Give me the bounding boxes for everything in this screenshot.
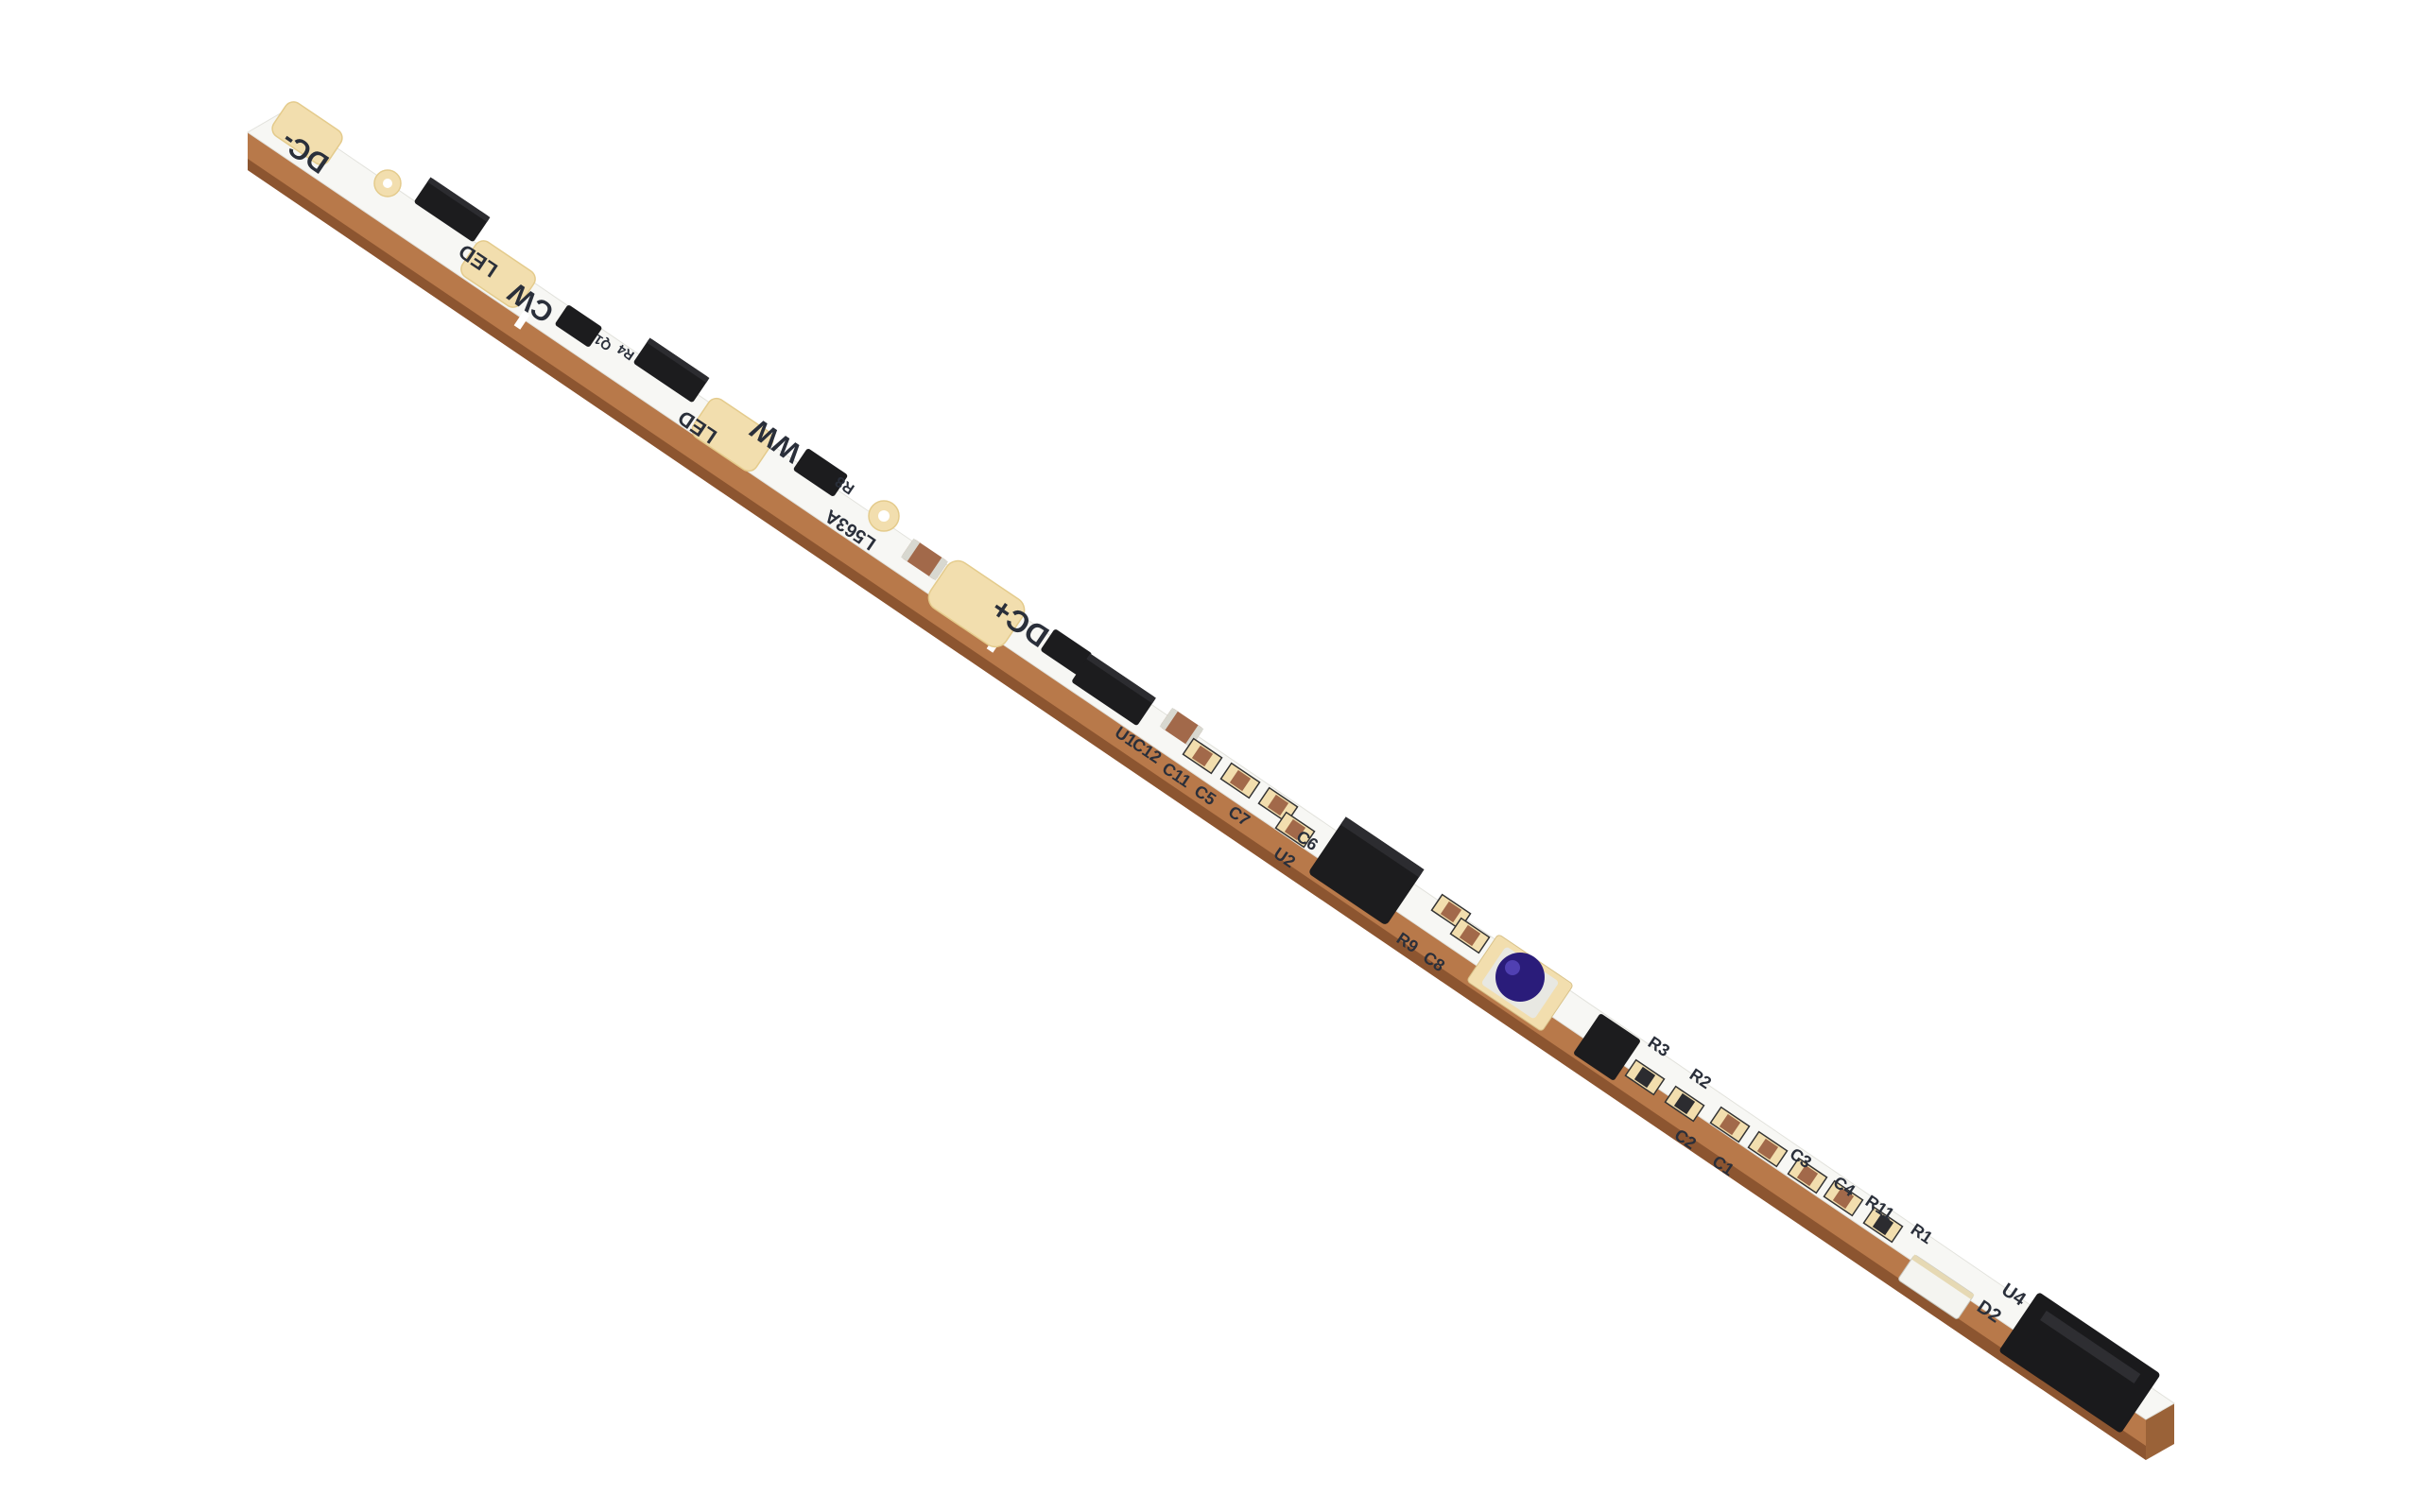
ir-sensor-lens (1495, 953, 1545, 1002)
led-d2 (1898, 1254, 1975, 1319)
pad-dc-plus (927, 559, 1026, 648)
pad-ww (691, 397, 774, 472)
transistor-dc-plus (1041, 629, 1092, 675)
board-side-edge-shade (248, 159, 2146, 1460)
pad-cw (460, 240, 536, 308)
transistor-q2 (633, 337, 710, 403)
transistor-q1 (555, 305, 602, 347)
capacitor-c12 (1159, 707, 1204, 748)
ir-sensor-lens-highlight (1505, 960, 1520, 975)
transistor-q-top (414, 177, 491, 242)
passive-components (1182, 737, 1904, 1244)
connector-u4 (1999, 1293, 2160, 1433)
solder-pads (271, 101, 1026, 648)
transistor-r3 (1574, 1014, 1640, 1080)
via-holes (383, 179, 890, 522)
components (414, 177, 2160, 1433)
ic-u2-qfn (1309, 816, 1425, 924)
pad-dc-minus (271, 101, 343, 165)
board-end-edge (2146, 1403, 2174, 1460)
ic-u1 (1072, 653, 1156, 726)
ic-ww-driver (793, 449, 848, 496)
capacitor-l563a (901, 538, 948, 581)
